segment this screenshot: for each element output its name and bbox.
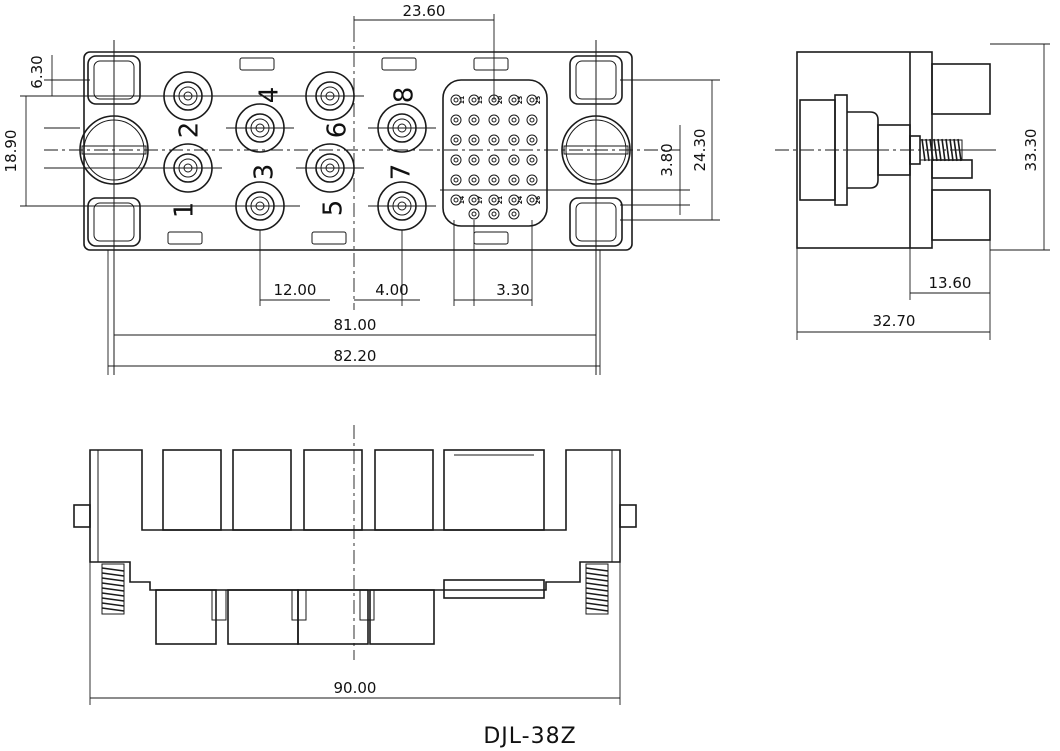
side-view: 33.30 13.60 32.70 bbox=[775, 43, 1050, 340]
signal-pin-label: 26 bbox=[535, 196, 542, 204]
signal-pin: 23 bbox=[508, 94, 524, 106]
signal-pin bbox=[468, 174, 480, 186]
pin-number-3: 3 bbox=[250, 164, 280, 181]
signal-pin: 24 bbox=[508, 194, 524, 206]
signal-pin: 17 bbox=[468, 194, 484, 206]
dim-82-20: 82.20 bbox=[334, 347, 377, 365]
dim-12-00: 12.00 bbox=[274, 281, 317, 299]
signal-pin: 25 bbox=[526, 94, 542, 106]
dim-13-60: 13.60 bbox=[929, 274, 972, 292]
dim-3-30: 3.30 bbox=[496, 281, 529, 299]
signal-pin bbox=[488, 114, 500, 126]
signal-pin bbox=[488, 174, 500, 186]
signal-pin: 21 bbox=[488, 194, 504, 206]
signal-pin bbox=[450, 114, 462, 126]
screw-thread bbox=[101, 563, 125, 615]
dim-32-70: 32.70 bbox=[873, 312, 916, 330]
signal-pin-label: 15 bbox=[477, 96, 484, 104]
signal-insert: 11 14 15 17 20 21 23 24 25 26 bbox=[442, 79, 548, 227]
signal-pin bbox=[508, 174, 520, 186]
dim-24-30: 24.30 bbox=[691, 129, 709, 172]
pin-number-1: 1 bbox=[170, 202, 200, 219]
front-view: 11 14 15 17 20 21 23 24 25 26 4 8 2 6 3 7 1 5 bbox=[2, 2, 720, 375]
signal-pin-label: 17 bbox=[477, 196, 484, 204]
signal-pin: 20 bbox=[488, 94, 504, 106]
signal-pin bbox=[450, 174, 462, 186]
dim-6-30: 6.30 bbox=[28, 55, 46, 88]
signal-pin: 15 bbox=[468, 94, 484, 106]
signal-pin bbox=[526, 154, 538, 166]
pin-number-7: 7 bbox=[387, 164, 417, 181]
dim-4-00: 4.00 bbox=[375, 281, 408, 299]
pin-number-2: 2 bbox=[175, 122, 205, 139]
pin-number-5: 5 bbox=[319, 200, 349, 217]
signal-pin bbox=[526, 174, 538, 186]
signal-pin bbox=[508, 208, 520, 220]
signal-pin bbox=[488, 134, 500, 146]
signal-pin bbox=[488, 154, 500, 166]
signal-pin: 26 bbox=[526, 194, 542, 206]
signal-pin: 11 bbox=[450, 94, 466, 106]
part-number-title: DJL-38Z bbox=[483, 724, 577, 749]
signal-pin-label: 11 bbox=[459, 96, 466, 104]
signal-pin-label: 14 bbox=[459, 196, 466, 204]
signal-pin bbox=[508, 134, 520, 146]
signal-pin bbox=[488, 208, 500, 220]
dim-90-00: 90.00 bbox=[334, 679, 377, 697]
dim-23-60: 23.60 bbox=[403, 2, 446, 20]
signal-pin bbox=[450, 134, 462, 146]
signal-pin bbox=[526, 134, 538, 146]
signal-pin: 14 bbox=[450, 194, 466, 206]
signal-pin bbox=[508, 114, 520, 126]
dim-81-00: 81.00 bbox=[334, 316, 377, 334]
screw-thread bbox=[585, 563, 609, 615]
latch-slot bbox=[167, 57, 509, 245]
signal-pin bbox=[468, 208, 480, 220]
signal-pin-label: 25 bbox=[535, 96, 542, 104]
signal-pin-label: 24 bbox=[517, 196, 524, 204]
dim-3-80: 3.80 bbox=[658, 143, 676, 176]
signal-pin-label: 23 bbox=[517, 96, 524, 104]
dim-33-30: 33.30 bbox=[1022, 129, 1040, 172]
pin-number-6: 6 bbox=[323, 122, 353, 139]
signal-pin bbox=[468, 114, 480, 126]
bottom-view: 90.00 bbox=[73, 425, 637, 705]
signal-pin bbox=[468, 154, 480, 166]
pin-number-8: 8 bbox=[390, 87, 420, 104]
signal-pin bbox=[450, 154, 462, 166]
signal-pin bbox=[508, 154, 520, 166]
signal-pin-label: 21 bbox=[497, 196, 504, 204]
signal-pin bbox=[468, 134, 480, 146]
dim-18-90: 18.90 bbox=[2, 130, 20, 173]
pin-number-4: 4 bbox=[255, 87, 285, 104]
signal-pin-label: 20 bbox=[497, 96, 504, 104]
signal-pin bbox=[526, 114, 538, 126]
